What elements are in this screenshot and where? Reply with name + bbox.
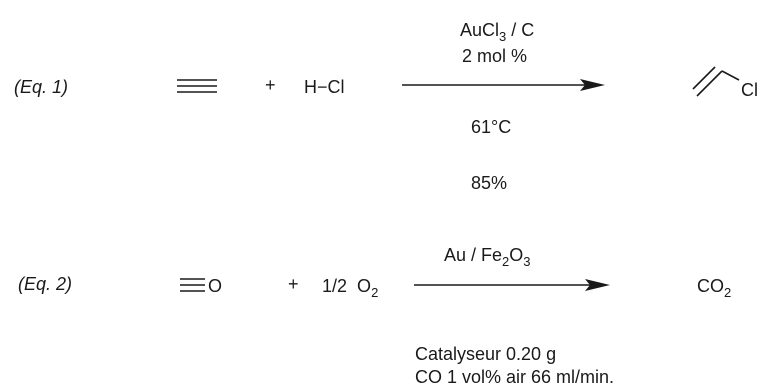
eq2-condition-gas-flow: CO 1 vol% air 66 ml/min. bbox=[415, 367, 615, 387]
vinyl-chloride-cl: Cl bbox=[741, 80, 758, 100]
eq2-catalyst-main: Au / Fe bbox=[444, 245, 503, 265]
eq2-catalyst: Au / Fe2O3 bbox=[444, 244, 531, 269]
eq1-plus: + bbox=[265, 75, 276, 95]
hcl-bond: − bbox=[317, 77, 328, 97]
eq2-catalyst-subscript-1: 2 bbox=[502, 254, 510, 269]
carbon-dioxide-product: CO2 bbox=[697, 275, 732, 300]
oxygen-coefficient: 1/2 bbox=[322, 276, 348, 296]
co2-main: CO bbox=[697, 276, 724, 296]
eq1-catalyst-main: AuCl bbox=[460, 20, 500, 40]
hcl-chlorine: Cl bbox=[327, 77, 345, 97]
co2-subscript: 2 bbox=[724, 285, 732, 300]
vinyl-chloride-structure bbox=[692, 66, 740, 97]
eq2-catalyst-oxygen: O bbox=[509, 245, 524, 265]
eq1-catalyst-support: / C bbox=[506, 20, 535, 40]
co-triple-bond bbox=[180, 278, 205, 292]
oxygen-subscript: 2 bbox=[371, 285, 379, 300]
co-oxygen: O bbox=[208, 276, 223, 296]
hcl-hydrogen: H bbox=[304, 77, 317, 97]
eq2-reaction-arrow bbox=[414, 279, 610, 291]
eq2-plus: + bbox=[288, 274, 299, 294]
acetylene-triple-bond bbox=[177, 79, 217, 93]
eq2-label: (Eq. 2) bbox=[18, 274, 73, 294]
hydrogen-chloride: H−Cl bbox=[304, 76, 345, 98]
eq1-label: (Eq. 1) bbox=[14, 77, 69, 97]
eq1-catalyst-loading: 2 mol % bbox=[462, 46, 528, 66]
oxygen-reagent: 1/2 O2 bbox=[322, 275, 379, 300]
eq1-catalyst: AuCl3 / C bbox=[460, 19, 535, 44]
eq1-reaction-arrow bbox=[402, 79, 605, 91]
eq2-condition-catalyst-mass: Catalyseur 0.20 g bbox=[415, 344, 557, 364]
eq1-yield: 85% bbox=[471, 173, 508, 193]
eq1-temperature: 61°C bbox=[471, 117, 512, 137]
eq2-catalyst-subscript-2: 3 bbox=[523, 254, 531, 269]
oxygen-symbol: O bbox=[357, 276, 372, 296]
eq1-catalyst-subscript: 3 bbox=[499, 29, 507, 44]
